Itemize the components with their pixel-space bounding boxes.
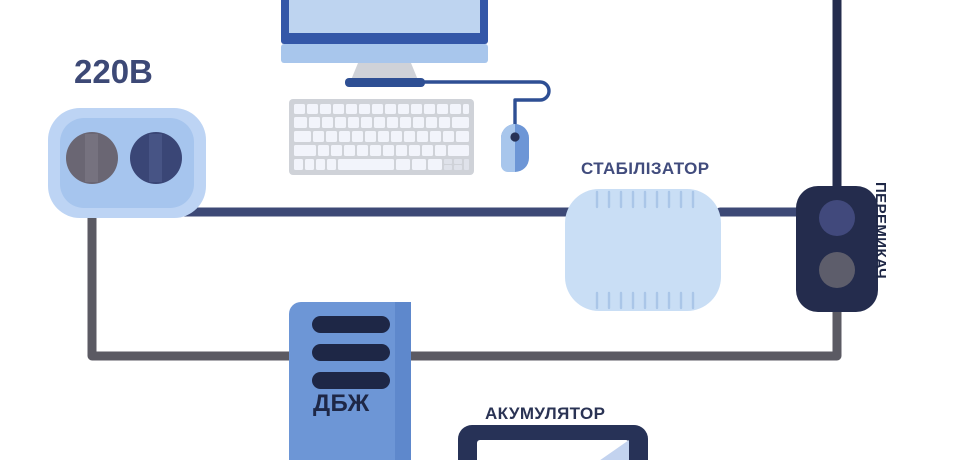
label-voltage: 220В (74, 53, 153, 90)
label-battery: АКУМУЛЯТОР (485, 404, 606, 423)
monitor-stand-base (345, 78, 425, 87)
plug-prong-right-highlight (149, 134, 162, 182)
monitor-chin (281, 44, 488, 63)
battery-face-highlight (600, 440, 629, 460)
keyboard-keys (294, 104, 469, 170)
cable-monitor-to-mouse (423, 80, 551, 128)
switch[interactable] (796, 186, 878, 312)
switch-indicator-bottom[interactable] (819, 252, 855, 288)
ups-vent-slot-1[interactable] (312, 316, 390, 333)
label-ups: ДБЖ (313, 390, 370, 417)
monitor-stand-neck (351, 63, 418, 80)
label-switch: ПЕРЕМИКАЧ (872, 182, 889, 280)
ups[interactable] (289, 302, 411, 460)
wire-outlet-to-ups (87, 155, 357, 361)
battery[interactable] (458, 425, 648, 460)
ups-vent-slot-3[interactable] (312, 372, 390, 389)
switch-body (796, 186, 878, 312)
mouse-left-button[interactable] (501, 124, 515, 172)
mouse[interactable] (501, 124, 529, 172)
switch-indicator-top[interactable] (819, 200, 855, 236)
stabilizer-body (565, 189, 721, 311)
stabilizer-vents-bottom (595, 291, 695, 310)
keyboard-arrow-keys (444, 159, 469, 170)
plug-prong-left-highlight (85, 134, 98, 182)
monitor-screen (289, 0, 480, 33)
mouse-scroll-wheel[interactable] (510, 132, 520, 142)
wire-switch-to-ups (347, 307, 842, 361)
stabilizer-vents-top (595, 190, 695, 209)
keyboard[interactable] (289, 99, 474, 175)
monitor[interactable] (281, 0, 488, 87)
label-stabilizer: СТАБІЛІЗАТОР (581, 159, 710, 178)
outlet-220v[interactable] (48, 108, 206, 218)
stabilizer[interactable] (565, 189, 721, 311)
battery-face (477, 440, 629, 460)
ups-side-panel (395, 302, 411, 460)
ups-vent-slot-2[interactable] (312, 344, 390, 361)
